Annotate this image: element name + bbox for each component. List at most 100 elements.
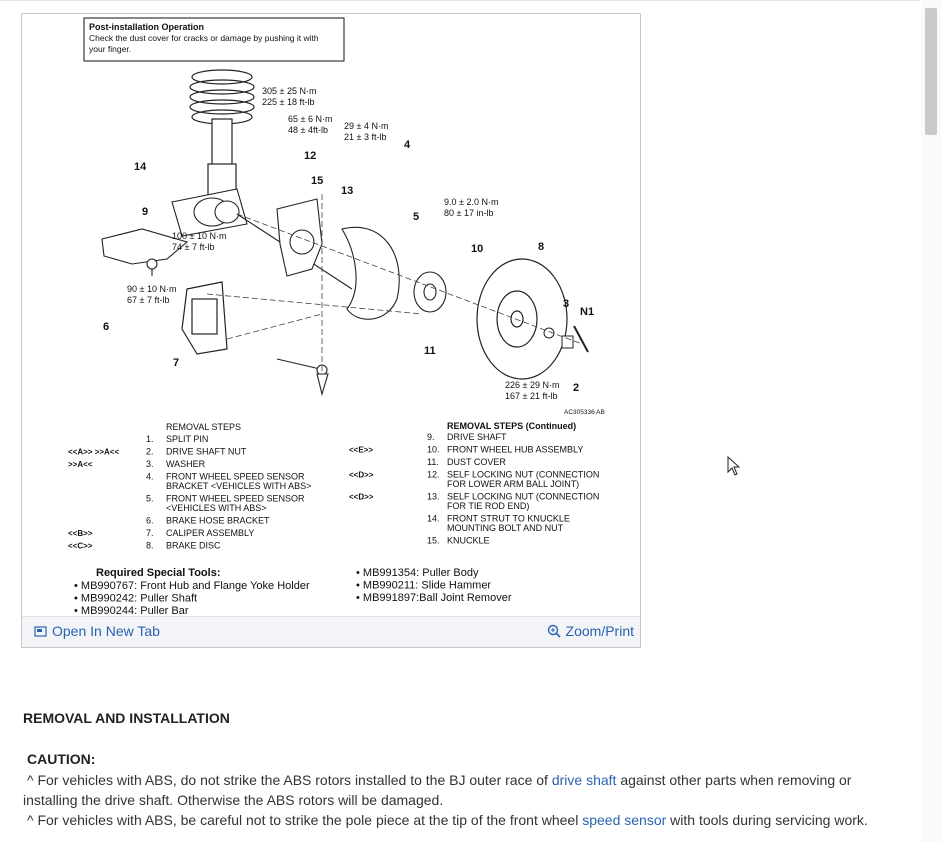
caution-bullet-1: ^	[27, 772, 34, 788]
note-line-1: Check the dust cover for cracks or damag…	[89, 33, 319, 43]
step-text: BRAKE HOSE BRACKET	[166, 516, 270, 526]
drive-shaft-link[interactable]: drive shaft	[551, 772, 617, 788]
callout-13: 13	[341, 185, 353, 197]
step-number: 13.	[427, 492, 440, 502]
split-pin-icon	[573, 325, 589, 353]
step-text: SELF LOCKING NUT (CONNECTION	[447, 470, 599, 480]
torque-90-nm: 90 ± 10 N·m	[127, 284, 176, 294]
open-new-tab-link[interactable]: Open In New Tab	[34, 623, 160, 639]
caution-1-pre: For vehicles with ABS, do not strike the…	[37, 772, 552, 788]
step-text: SELF LOCKING NUT (CONNECTION	[447, 492, 599, 502]
step-number: 6.	[146, 516, 154, 526]
step-text: BRAKE DISC	[166, 541, 221, 551]
step-number: 11.	[427, 457, 439, 467]
step-tag: <<D>>	[349, 493, 374, 502]
front-hub-exploded-diagram: Post-installation Operation Check the du…	[68, 17, 605, 617]
step-tag: >>A<<	[68, 460, 93, 469]
torque-29-nm: 29 ± 4 N·m	[344, 121, 388, 131]
scrollbar-thumb[interactable]	[925, 8, 937, 135]
step-number: 3.	[146, 459, 154, 469]
torque-100-ftlb: 74 ± 7 ft-lb	[172, 242, 214, 252]
brake-disc-icon	[476, 258, 568, 380]
step-number: 9.	[427, 432, 435, 442]
figure-code: AC305336 AB	[564, 409, 605, 416]
step-text: DRIVE SHAFT	[447, 432, 507, 442]
open-new-tab-label: Open In New Tab	[52, 623, 160, 639]
zoom-icon	[547, 624, 561, 638]
step-number: 7.	[146, 528, 154, 538]
callout-4: 4	[404, 139, 411, 151]
washer-icon	[543, 327, 555, 339]
steps-list-right: 9.DRIVE SHAFT<<E>>10.FRONT WHEEL HUB ASS…	[349, 432, 599, 546]
tools-title: Required Special Tools:	[96, 567, 221, 579]
step-text: SPLIT PIN	[166, 434, 208, 444]
caution-2-pre: For vehicles with ABS, be careful not to…	[37, 812, 583, 828]
step-text: FOR TIE ROD END)	[447, 501, 529, 511]
step-tag: <<D>>	[349, 471, 374, 480]
torque-226-nm: 226 ± 29 N·m	[505, 380, 559, 390]
tools-list-left: • MB990767: Front Hub and Flange Yoke Ho…	[74, 580, 310, 617]
step-text: DUST COVER	[447, 457, 506, 467]
steps-title-left: REMOVAL STEPS	[166, 422, 241, 432]
step-number: 8.	[146, 541, 154, 551]
torque-29-ftlb: 21 ± 3 ft-lb	[344, 132, 386, 142]
step-number: 10.	[427, 445, 440, 455]
step-text: FRONT WHEEL SPEED SENSOR	[166, 494, 305, 504]
speed-sensor-link[interactable]: speed sensor	[582, 812, 667, 828]
callout-2: 2	[573, 382, 579, 394]
torque-9-inlb: 80 ± 17 in-lb	[444, 208, 493, 218]
callout-3: 3	[563, 298, 569, 310]
figure-footer: Open In New Tab Zoom/Print	[22, 616, 640, 647]
tool-item: • MB990242: Puller Shaft	[74, 593, 197, 605]
torque-305-ftlb: 225 ± 18 ft-lb	[262, 97, 314, 107]
figure-panel: Post-installation Operation Check the du…	[21, 13, 641, 648]
callout-10: 10	[471, 243, 483, 255]
step-text: <VEHICLES WITH ABS>	[166, 503, 267, 513]
lower-arm-icon	[101, 228, 189, 276]
step-number: 1.	[146, 434, 154, 444]
tool-item: • MB990244: Puller Bar	[74, 605, 189, 617]
dust-cover-icon	[341, 226, 400, 320]
callout-6: 6	[103, 321, 109, 333]
step-number: 12.	[427, 470, 440, 480]
tool-item: • MB991897:Ball Joint Remover	[356, 592, 512, 604]
vertical-scrollbar[interactable]	[921, 0, 941, 842]
strut-spring-icon	[189, 69, 255, 210]
tool-item: • MB990767: Front Hub and Flange Yoke Ho…	[74, 580, 310, 592]
mouse-cursor-icon	[727, 456, 741, 476]
step-tag: <<B>>	[68, 529, 93, 538]
callout-8: 8	[538, 241, 544, 253]
caution-bullet-2: ^	[27, 812, 34, 828]
torque-65-ftlb: 48 ± 4ft-lb	[288, 125, 328, 135]
caution-1-post: against other parts when removing or	[616, 772, 852, 788]
steps-title-right: REMOVAL STEPS (Continued)	[447, 421, 576, 431]
torque-226-ftlb: 167 ± 21 ft-lb	[505, 391, 557, 401]
tool-item: • MB991354: Puller Body	[356, 567, 479, 579]
zoom-print-link[interactable]: Zoom/Print	[547, 623, 634, 639]
caution-item-1: ^ For vehicles with ABS, do not strike t…	[23, 770, 903, 810]
step-number: 5.	[146, 494, 154, 504]
section-heading: REMOVAL AND INSTALLATION	[23, 710, 230, 726]
callout-14: 14	[134, 161, 147, 173]
drive-shaft-icon	[171, 188, 353, 290]
top-divider	[0, 0, 920, 1]
torque-100-nm: 100 ± 10 N·m	[172, 231, 226, 241]
torque-90-ftlb: 67 ± 7 ft-lb	[127, 295, 169, 305]
step-text: BRACKET <VEHICLES WITH ABS>	[166, 481, 311, 491]
caution-2-post: with tools during servicing work.	[666, 812, 868, 828]
caution-item-2: ^ For vehicles with ABS, be careful not …	[23, 810, 903, 830]
caution-title: CAUTION:	[27, 751, 96, 767]
step-number: 14.	[427, 514, 440, 524]
callout-12: 12	[304, 150, 316, 162]
front-hub-icon	[413, 271, 447, 313]
callout-15: 15	[311, 175, 323, 187]
step-text: FRONT STRUT TO KNUCKLE	[447, 514, 570, 524]
drive-shaft-nut-icon	[561, 335, 574, 349]
torque-9-nm: 9.0 ± 2.0 N·m	[444, 197, 498, 207]
callout-11: 11	[424, 345, 436, 357]
callout-9: 9	[142, 206, 148, 218]
step-number: 15.	[427, 536, 440, 546]
note-box	[83, 17, 345, 62]
step-text: KNUCKLE	[447, 536, 490, 546]
tools-list-right: • MB991354: Puller Body• MB990211: Slide…	[356, 567, 512, 604]
